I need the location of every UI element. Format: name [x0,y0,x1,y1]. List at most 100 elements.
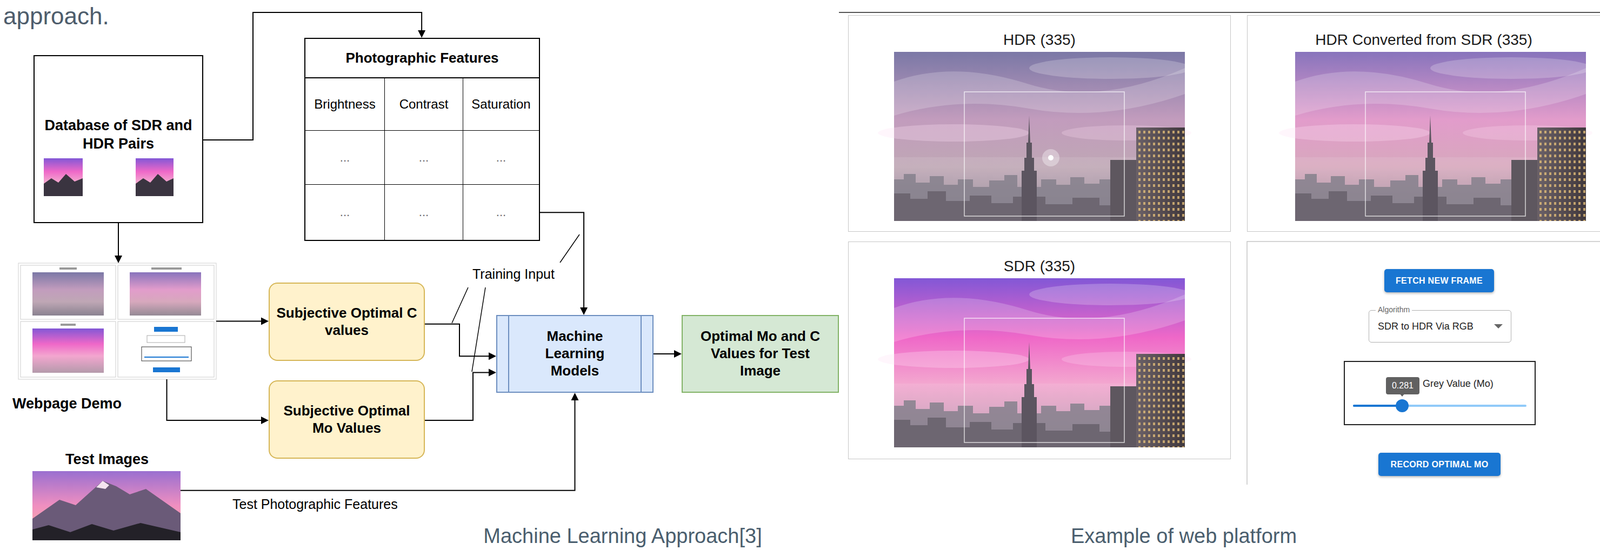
panel-title: HDR (335) [848,30,1231,50]
connector [216,317,269,326]
platform-image [877,283,1192,448]
screenshot-image [32,272,104,316]
screenshot-button [152,367,180,373]
sun [1048,155,1054,161]
screenshot-select [147,335,185,343]
feature-table: Photographic FeaturesBrightnessContrastS… [304,37,540,242]
image-panel: SDR (335) [848,241,1231,460]
connector-line [216,321,262,323]
column-header: Brightness [305,78,385,131]
screenshot-button [154,327,178,332]
connector [167,379,270,425]
connector [424,324,497,360]
test-image-node: Test Images [32,471,181,541]
screenshot [18,263,217,380]
text-area: Subjective Optimal C values [276,283,418,360]
button-label: FETCH NEW FRAME [1384,269,1495,293]
sun-glow [1042,149,1060,167]
node-label: Machine Learning Models [523,328,627,380]
screenshot-cell [20,265,116,320]
database-box: Database of SDR and HDR Pairs [33,55,204,224]
connector-line [424,324,489,357]
screenshot-cell [117,321,215,378]
platform-image [877,57,1192,222]
node-label: Subjective Optimal Mo Values [276,402,418,437]
screenshot-cell [20,321,116,378]
thumbnail [43,158,83,197]
caption: Machine Learning Approach[3] [483,525,762,549]
table-cell: ... [384,130,464,185]
arrowhead [417,30,426,38]
connector-line [167,379,262,421]
top-rule [838,11,1600,13]
connector-line [203,12,422,140]
arrowhead [674,350,682,358]
edge-label: Test Photographic Features [232,497,398,513]
caption: Example of web platform [1070,525,1297,549]
panel-title: HDR Converted from SDR (335) [1247,30,1600,50]
screenshot-image [32,328,104,373]
control-panel [1247,241,1600,485]
select-field: AlgorithmSDR to HDR Via RGB [1368,310,1512,343]
connector-line [424,372,489,421]
arrowhead [261,317,269,326]
arrowhead [114,255,123,264]
image-panel: HDR (335) [848,15,1231,232]
output-box: Optimal Mo and C Values for Test Image [681,315,839,393]
screenshot-text [151,267,182,270]
annotation: Training Input [472,267,555,283]
connector [203,12,426,140]
text-area: Machine Learning Models [523,316,627,392]
slider-label: Grey Value (Mo) [1422,378,1494,391]
arrowhead [488,352,497,360]
screenshot-cell [117,265,215,320]
button-label: RECORD OPTIMAL MO [1378,452,1501,477]
platform-image [1278,57,1593,222]
input-box: Subjective Optimal C values [268,282,425,362]
connector [424,369,497,421]
text-area: Subjective Optimal Mo Values [276,381,418,458]
connector [540,212,588,316]
image-caption: Webpage Demo [12,396,122,413]
slider-box: 0.281Grey Value (Mo) [1343,361,1536,426]
side-bar [508,316,510,392]
connector [114,223,123,264]
table-cell: ... [463,184,539,240]
table-cell: ... [463,130,539,185]
mountain [32,481,181,541]
arrowhead [571,392,579,401]
slider-thumb [1395,399,1409,413]
node-label: Optimal Mo and C Values for Test Image [691,328,830,380]
column-header: Contrast [384,78,464,131]
input-box: Subjective Optimal Mo Values [268,380,425,459]
slider-track [1354,404,1526,408]
arrowhead [488,369,497,377]
panel-title: SDR (335) [848,257,1231,276]
leader-line [560,234,580,263]
heading-fragment: approach. [3,3,110,30]
model-box: Machine Learning Models [496,315,654,393]
slider-value: 0.281 [1385,377,1420,395]
thumbnail-ground [43,174,83,197]
table-cell: ... [305,130,385,185]
field-label: Algorithm [1375,305,1412,315]
node-label: Subjective Optimal C values [276,304,418,339]
slider-active [1354,404,1403,408]
image-caption: Test Images [65,451,149,469]
leader-line [451,287,469,324]
thumbnail [135,158,174,197]
webpage-demo-image: Webpage Demo [18,263,217,380]
screenshot-text [59,267,77,270]
screenshot-text [60,323,76,326]
table-header: Photographic Features [305,38,539,79]
text-area: Optimal Mo and C Values for Test Image [691,316,830,392]
thumbnail-ground [135,174,174,197]
snow [96,481,110,490]
arrowhead [580,307,588,316]
arrowhead [261,416,269,425]
side-bar [640,316,642,392]
button: FETCH NEW FRAME [1384,269,1495,293]
